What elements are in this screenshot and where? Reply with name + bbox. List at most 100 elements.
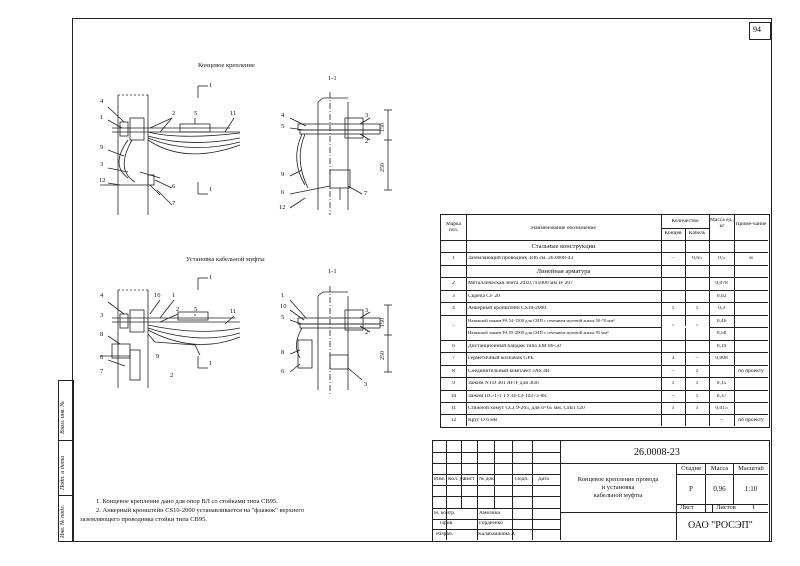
spec-pos: 6 (452, 343, 455, 349)
col-name-header: Наименование обозначение (531, 226, 596, 231)
callout-label: 2 (176, 306, 180, 313)
drawing-frame (72, 18, 772, 542)
callout-label: 9 (281, 171, 285, 178)
spec-name: Соединительный комплект JAS 4R (468, 368, 550, 374)
sheet-label: Лист (680, 505, 694, 511)
callout-label: 7 (364, 190, 368, 197)
cable-joint-drawing (100, 277, 241, 388)
spec-name: Натяжной зажим PA 54-1500 для СИП с сече… (468, 318, 615, 323)
callout-label: 5 (281, 123, 285, 130)
role-razrab: Разраб. (436, 532, 454, 537)
spec-qty-end: 1 (671, 380, 675, 386)
col-header-kol: Кол. уч. (448, 477, 467, 482)
spec-qty-end: 1 (671, 305, 675, 311)
sheets-label: Листов (716, 505, 736, 511)
title-line-3: кабельной муфты (593, 492, 643, 499)
name-razrab: Калабашкина А (478, 532, 516, 537)
spec-pos: 12 (450, 417, 457, 423)
callout-label: 2 (365, 329, 369, 336)
spec-qty-end: – (671, 368, 675, 374)
dimension-150: 150 (380, 123, 386, 132)
section-mark: 1 (209, 274, 213, 281)
spec-note: по проекту (738, 368, 764, 374)
callout-label: 1 (100, 114, 104, 121)
sheet-number: 94 (753, 25, 761, 34)
col-mark-header: Марка поз. (445, 222, 462, 233)
col-qty-end-header: Концев (664, 231, 682, 236)
callout-label: 2 (170, 372, 174, 379)
note-2: 2. Анкерный кронштейн CS10-2000 устанавл… (96, 507, 304, 514)
section-mark: 1 (209, 360, 213, 367)
callout-label: 6 (172, 183, 176, 190)
col-note-header: Приме-чание (735, 222, 767, 227)
spec-qty-end: 1 (671, 405, 675, 411)
callout-label: 6 (281, 189, 285, 196)
scale-value: 1:10 (744, 486, 758, 493)
spec-pos: 8 (452, 368, 455, 374)
section-mark: 1 (209, 82, 213, 89)
spec-mass: – (720, 417, 723, 423)
spec-mass: 0,02 (716, 293, 727, 299)
spec-name: Металлическая лента 20х0,7х1000 мм IF 20… (468, 280, 573, 286)
spec-qty-cable: – (695, 355, 699, 361)
spec-mass: 0,15 (716, 380, 727, 386)
spec-name: Анкерный кронштейн CS10-2000 (468, 305, 547, 311)
note-3: заземляющего проводника стойки типа СВ95… (80, 516, 208, 523)
spec-mass: 0,19 (716, 343, 727, 349)
spec-pos: 3 (452, 293, 455, 299)
dimension-250: 250 (380, 163, 386, 172)
stage-label: Стадия (681, 466, 701, 472)
callout-label: 3 (100, 161, 104, 168)
section-1-1-top (289, 92, 392, 215)
spec-name: Натяжной зажим PA 95-2000 для СИП с сече… (468, 330, 609, 335)
callout-label: 6 (281, 368, 285, 375)
section-mark: 1 (209, 186, 213, 193)
spec-pos: 7 (452, 355, 455, 361)
title-block (432, 440, 770, 542)
callout-label: 8 (281, 349, 285, 356)
role-prov: Пров. (440, 521, 454, 526)
sheet-number-box (749, 22, 771, 40)
spec-pos: 10 (450, 393, 457, 399)
spec-mass: 0,078 (715, 280, 728, 286)
callout-label: 4 (100, 98, 104, 105)
spec-note: по проекту (738, 417, 764, 423)
col-header-izm: Изм. (434, 477, 445, 482)
callout-label: 9 (100, 144, 104, 151)
scale-label: Масштаб (738, 466, 764, 472)
spec-qty-cable: 1 (695, 305, 699, 311)
spec-pos: 11 (450, 405, 457, 411)
callout-label: 10 (154, 292, 161, 299)
callout-label: 5 (194, 306, 198, 313)
view-title-end-mount: Концевое крепление (198, 62, 255, 69)
spec-name: Скрепа CF 20 (468, 293, 500, 299)
end-mount-drawing (100, 85, 241, 215)
spec-qty-end: – (671, 393, 675, 399)
callout-label: 12 (99, 177, 106, 184)
callout-label: 3 (100, 312, 104, 319)
spec-table (440, 214, 770, 428)
col-qty-cable-header: Кабель (688, 231, 706, 236)
spec-name: Герметичный колпачок GPE (468, 355, 534, 361)
spec-mass: 0,008 (715, 355, 728, 361)
spec-qty-cable: 1 (695, 380, 699, 386)
spec-qty-cable: 0,65 (692, 255, 702, 261)
spec-section-title: Линейная арматура (536, 268, 591, 275)
callout-label: 10 (280, 303, 287, 310)
stage-value: Р (689, 486, 693, 493)
callout-label: 11 (230, 110, 237, 117)
spec-name: Зажим ПС-1-1 ТУ34-13-10273-88. (468, 393, 548, 399)
spec-qty-cable: 1 (695, 393, 699, 399)
view-title-section-bottom: 1-1 (328, 268, 337, 275)
side-stamp (58, 380, 74, 542)
callout-label: 5 (281, 314, 285, 321)
callout-label: 6 (100, 354, 104, 361)
col-header-doc: № док. (479, 477, 496, 482)
sheets-value: 1 (752, 505, 756, 511)
callout-label: 3 (365, 307, 369, 314)
spec-name: Дистанционный бандаж типа EM 86-50 (468, 343, 561, 349)
callout-label: 5 (194, 110, 198, 117)
spec-name: Круг О 6 мм (468, 417, 498, 423)
mass-value: 0,96 (713, 486, 726, 493)
callout-label: 1 (281, 292, 285, 299)
